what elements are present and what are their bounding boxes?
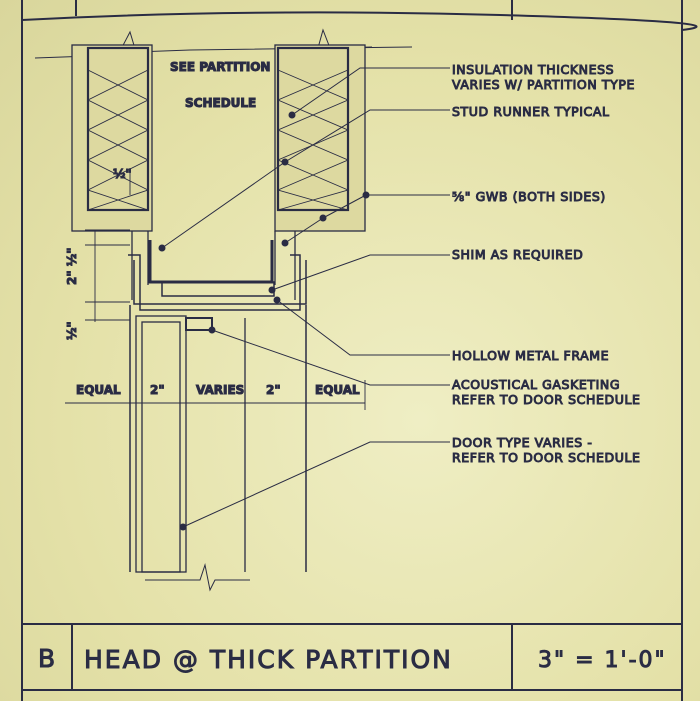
leader-dots (158, 111, 370, 531)
detail-title: HEAD @ THICK PARTITION (84, 645, 453, 674)
note-stud-runner: STUD RUNNER TYPICAL (452, 104, 610, 119)
partition-label-1: SEE PARTITION (170, 60, 270, 74)
partition-label-2: SCHEDULE (185, 96, 256, 110)
insulation-dim: ½" (113, 167, 132, 181)
note-door-2: REFER TO DOOR SCHEDULE (452, 450, 641, 465)
detail-id: B (38, 644, 57, 673)
hollow-metal-frame (128, 240, 307, 572)
note-gasketing-2: REFER TO DOOR SCHEDULE (452, 392, 641, 407)
note-gwb: ⅝" GWB (BOTH SIDES) (452, 189, 606, 204)
dim-equal-left: EQUAL (76, 383, 121, 397)
leader-lines (161, 67, 450, 528)
vertical-dim-lower: ½" (65, 321, 79, 340)
note-insulation-2: VARIES W/ PARTITION TYPE (452, 77, 635, 92)
dim-equal-right: EQUAL (315, 383, 360, 397)
note-frame: HOLLOW METAL FRAME (452, 348, 609, 363)
note-insulation-1: INSULATION THICKNESS (452, 62, 614, 77)
door-leaf (135, 315, 246, 573)
sheet-border (21, 0, 698, 701)
dim-varies: VARIES (196, 383, 244, 397)
vertical-dim-upper: 2" ½" (65, 248, 79, 285)
note-shim: SHIM AS REQUIRED (452, 247, 583, 262)
dimension-lines (65, 168, 366, 410)
dim-frame-left: 2" (150, 383, 165, 397)
note-door-1: DOOR TYPE VARIES - (452, 435, 592, 450)
dim-frame-right: 2" (266, 383, 281, 397)
left-wall (71, 44, 153, 300)
detail-scale: 3" = 1'-0" (538, 648, 667, 673)
note-gasketing-1: ACOUSTICAL GASKETING (452, 377, 620, 392)
